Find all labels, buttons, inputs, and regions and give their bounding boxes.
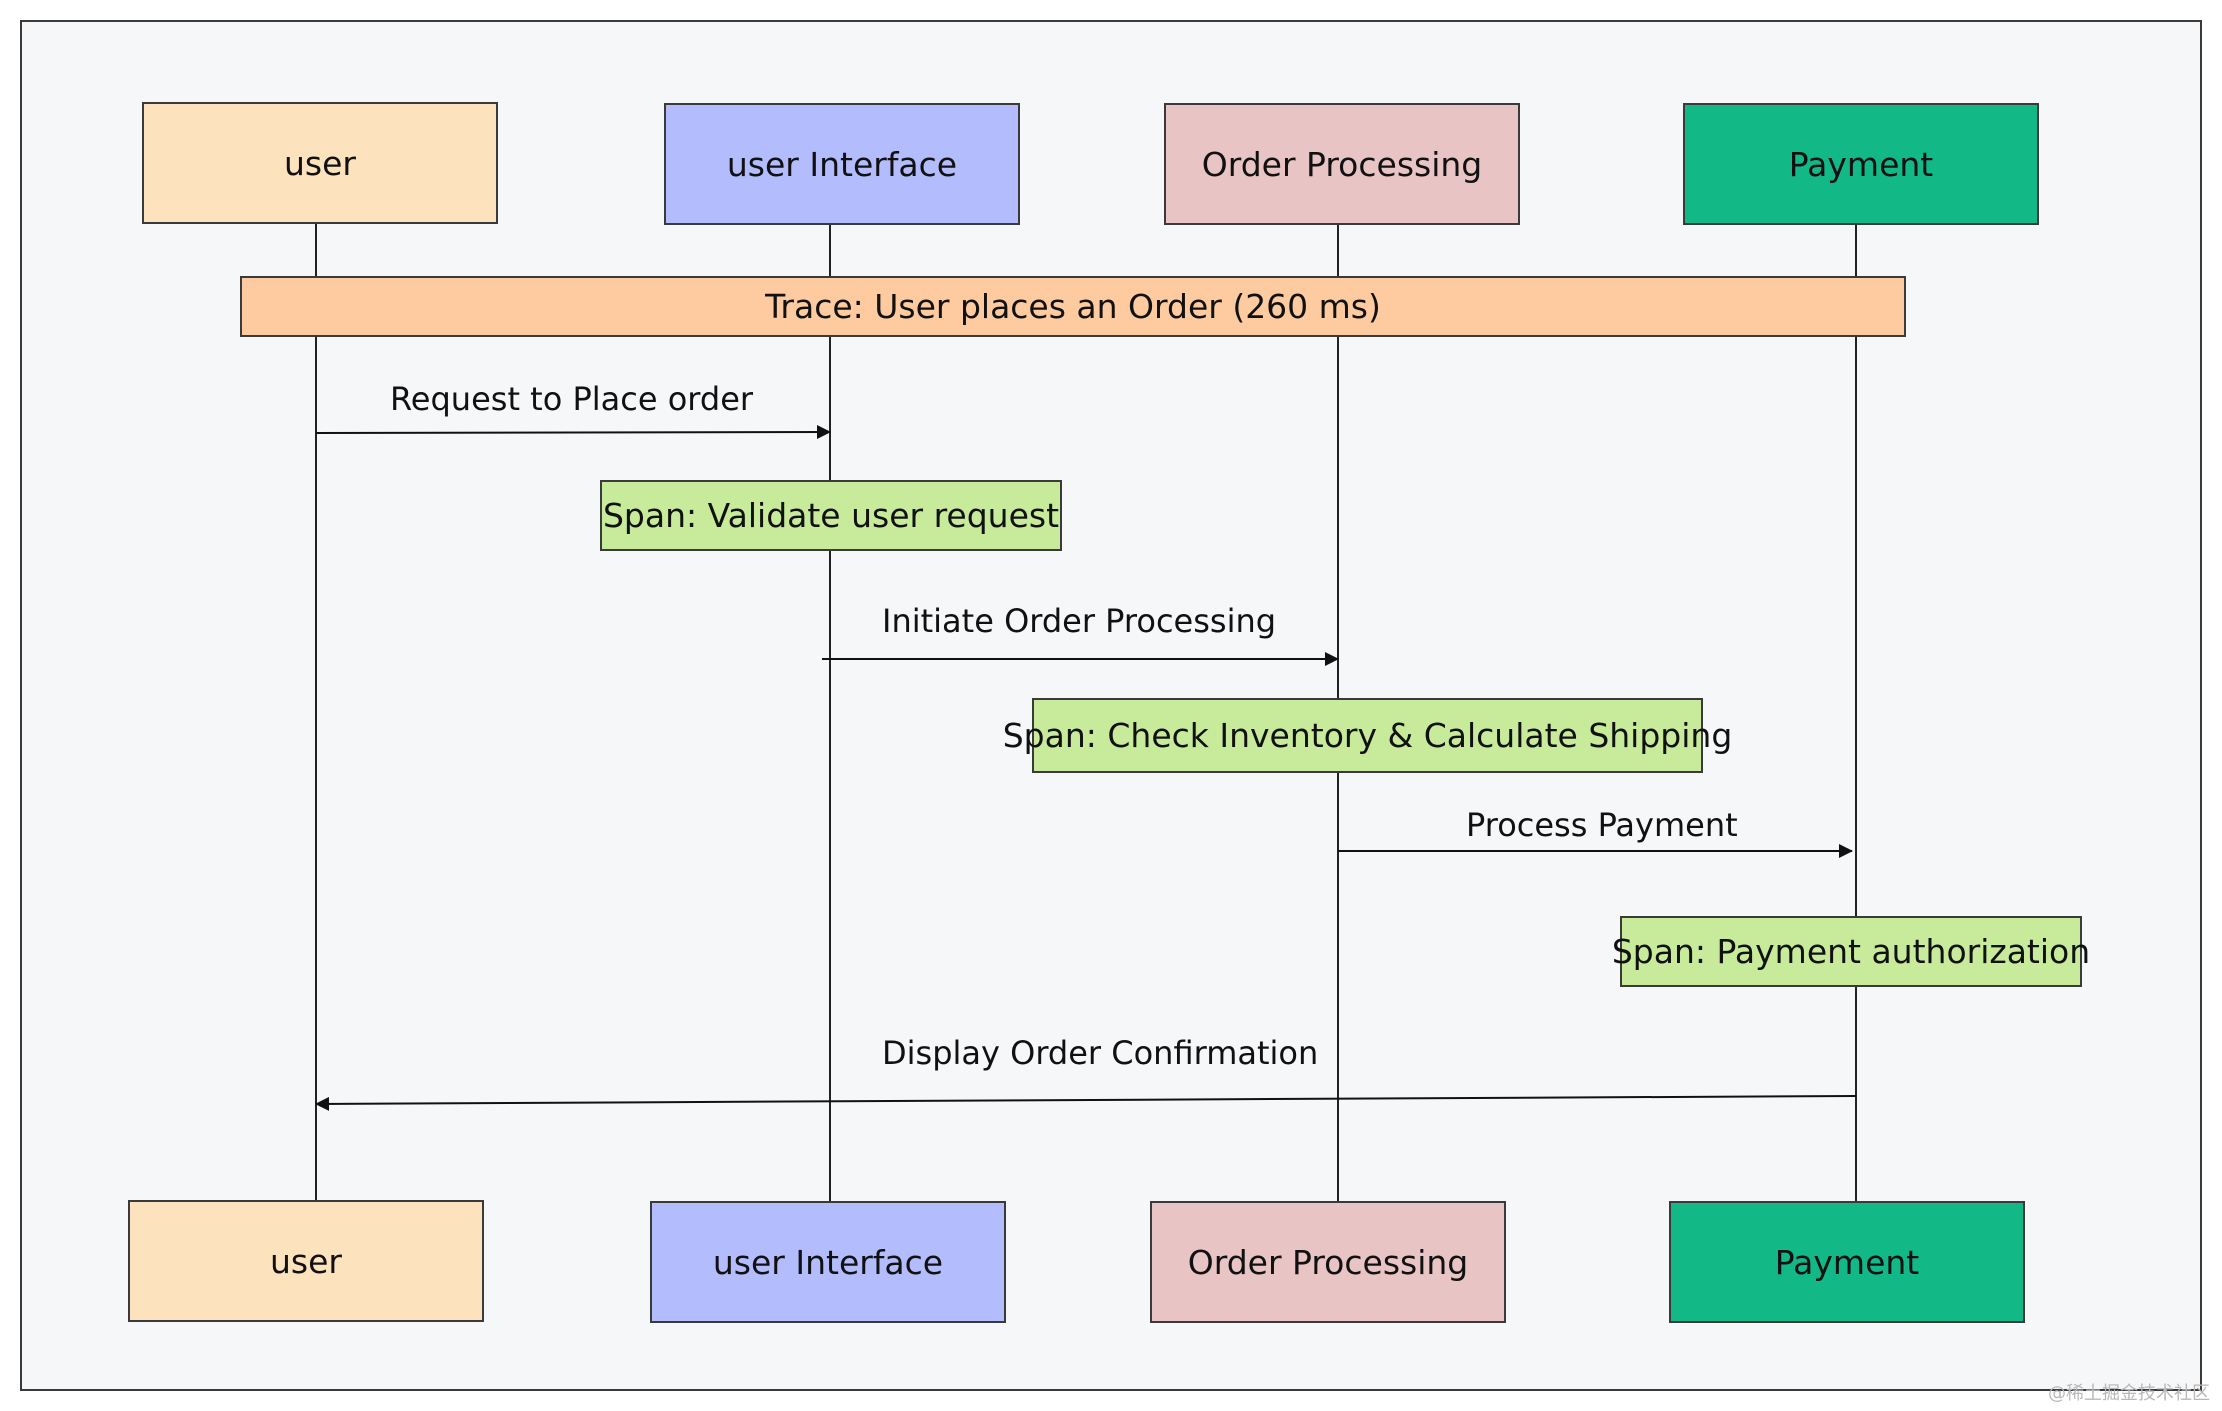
participant-label: Payment xyxy=(1774,1242,1920,1282)
participant-bottom-order-processing: Order Processing xyxy=(1150,1201,1506,1323)
watermark: @稀土掘金技术社区 xyxy=(2048,1383,2210,1404)
participant-label: Order Processing xyxy=(1187,1242,1469,1282)
span-validate-user-request: Span: Validate user request xyxy=(600,480,1062,551)
span-label: Span: Payment authorization xyxy=(1611,932,2091,971)
trace-label: Trace: User places an Order (260 ms) xyxy=(765,287,1381,326)
participant-top-user-interface: user Interface xyxy=(664,103,1020,225)
trace-bar: Trace: User places an Order (260 ms) xyxy=(240,276,1906,337)
message-label-process-payment: Process Payment xyxy=(1466,806,1738,844)
participant-label: user Interface xyxy=(712,1242,944,1282)
participant-label: user Interface xyxy=(726,144,958,184)
span-label: Span: Check Inventory & Calculate Shippi… xyxy=(1002,716,1733,755)
span-label: Span: Validate user request xyxy=(602,496,1060,535)
participant-top-payment: Payment xyxy=(1683,103,2039,225)
participant-label: user xyxy=(284,143,356,183)
participant-bottom-user: user xyxy=(128,1200,484,1322)
message-label-place-order: Request to Place order xyxy=(390,380,754,418)
participant-top-order-processing: Order Processing xyxy=(1164,103,1520,225)
message-arrow-1 xyxy=(315,425,831,440)
participant-bottom-payment: Payment xyxy=(1669,1201,2025,1323)
message-label-initiate-order-processing: Initiate Order Processing xyxy=(882,602,1277,640)
message-label-display-order-confirmation: Display Order Confirmation xyxy=(882,1034,1319,1072)
span-check-inventory: Span: Check Inventory & Calculate Shippi… xyxy=(1003,698,1732,773)
message-arrow-4 xyxy=(315,1095,1857,1111)
participant-bottom-user-interface: user Interface xyxy=(650,1201,1006,1323)
participant-label: Payment xyxy=(1788,144,1934,184)
participant-label: Order Processing xyxy=(1201,144,1483,184)
span-payment-authorization: Span: Payment authorization xyxy=(1612,916,2090,987)
participant-top-user: user xyxy=(142,102,498,224)
participant-label: user xyxy=(270,1241,342,1281)
